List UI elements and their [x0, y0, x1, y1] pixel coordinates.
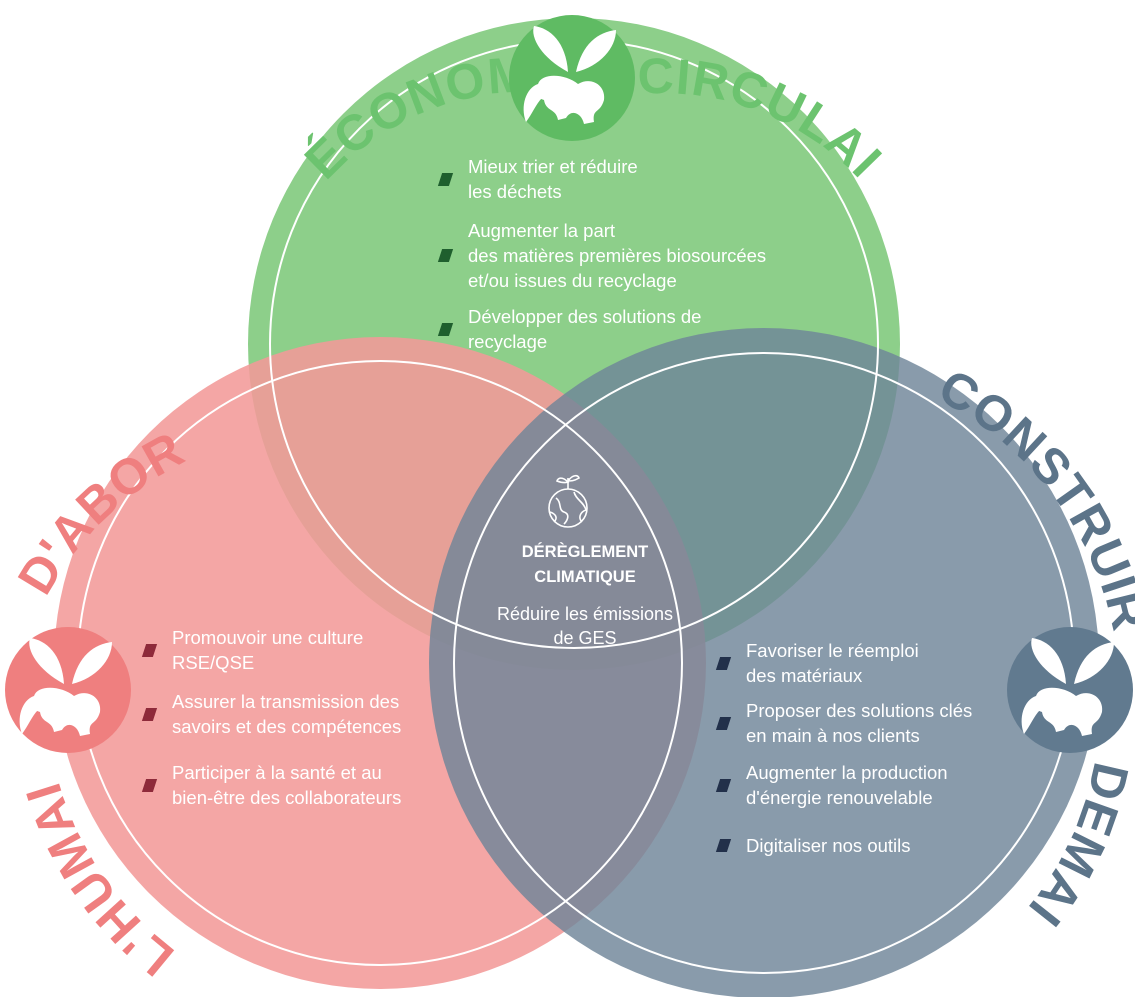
globe-sprout-icon	[548, 474, 588, 528]
center-text: Réduire les émissions de GES	[496, 604, 674, 648]
list-item: Augmenter la production d'énergie renouv…	[715, 760, 948, 810]
list-item: Digitaliser nos outils	[715, 833, 911, 858]
item-text: Participer à la santé et au bien-être de…	[172, 762, 402, 808]
bullet-icon	[437, 322, 454, 336]
bullet-icon	[715, 716, 732, 730]
elephant-leaf-icon	[523, 26, 616, 124]
elephant-leaf-icon	[19, 638, 112, 736]
bullet-icon	[715, 656, 732, 670]
list-item: Promouvoir une culture RSE/QSE	[141, 625, 364, 675]
item-text: Promouvoir une culture RSE/QSE	[172, 627, 364, 673]
item-text: Augmenter la production d'énergie renouv…	[746, 762, 948, 808]
bullet-icon	[141, 643, 158, 657]
bullet-icon	[437, 249, 454, 262]
item-text: Mieux trier et réduire les déchets	[468, 156, 638, 202]
item-text: Augmenter la part des matières premières…	[468, 220, 767, 291]
item-text: Favoriser le réemploi des matériaux	[746, 640, 919, 686]
list-item: Proposer des solutions clés en main à no…	[715, 698, 973, 748]
bullet-icon	[715, 839, 732, 852]
list-item: Augmenter la part des matières premières…	[437, 218, 767, 293]
item-text: Assurer la transmission des savoirs et d…	[172, 691, 402, 737]
badge-top	[509, 15, 635, 141]
bullet-icon	[715, 778, 732, 792]
badge-right	[1007, 627, 1133, 753]
badge-left	[5, 627, 131, 753]
bullet-icon	[437, 172, 454, 186]
elephant-leaf-icon	[1021, 638, 1114, 736]
item-text: Digitaliser nos outils	[746, 835, 911, 856]
list-item: Assurer la transmission des savoirs et d…	[141, 689, 402, 739]
list-item: Mieux trier et réduire les déchets	[437, 154, 638, 204]
list-item: Participer à la santé et au bien-être de…	[141, 760, 402, 810]
bullet-icon	[141, 778, 158, 792]
list-item: Développer des solutions de recyclage	[437, 304, 702, 354]
circle-construire-demain	[429, 328, 1099, 997]
item-text: Développer des solutions de recyclage	[468, 306, 702, 352]
item-text: Proposer des solutions clés en main à no…	[746, 700, 973, 746]
bullet-icon	[141, 707, 158, 721]
center-title: DÉRÈGLEMENT CLIMATIQUE	[521, 543, 649, 586]
list-item: Favoriser le réemploi des matériaux	[715, 638, 919, 688]
